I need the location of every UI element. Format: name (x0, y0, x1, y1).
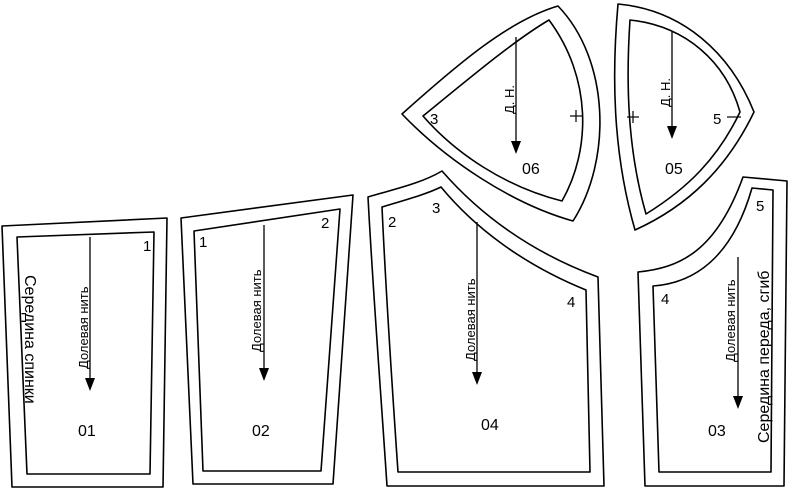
piece-02-outline (193, 208, 341, 472)
notch-number: 2 (388, 214, 396, 231)
pattern-piece-05: Д. Н. 5 05 (613, 3, 755, 231)
grain-line-label: Долевая нить (463, 278, 478, 361)
piece-03-number: 03 (708, 423, 726, 440)
piece-03-outline (652, 187, 774, 473)
notch-number: 4 (567, 294, 575, 311)
grain-line-arrowhead (511, 141, 521, 154)
grain-line-arrowhead (667, 126, 677, 139)
piece-06-number: 06 (522, 161, 540, 178)
pattern-piece-06: Д. Н. 3 06 (401, 5, 601, 222)
piece-05-number: 05 (665, 161, 683, 178)
notch-number: 1 (143, 238, 151, 255)
piece-01-outline (16, 231, 155, 475)
grain-line-label: Долевая нить (76, 286, 91, 369)
notch-number: 5 (713, 111, 721, 128)
piece-03-seam-allowance (637, 176, 788, 487)
piece-02-seam-allowance (180, 194, 354, 485)
grain-line-label: Д. Н. (502, 85, 517, 114)
notch-number: 1 (199, 234, 207, 251)
pattern-piece-03: Долевая нить Середина переда, сгиб 4 5 0… (637, 176, 788, 487)
piece-06-seam-allowance (401, 5, 601, 222)
pattern-piece-01: Долевая нить Середина спинки 1 01 (1, 217, 168, 488)
piece-01-side-label: Середина спинки (21, 275, 38, 404)
notch-number: 4 (661, 291, 669, 308)
piece-02-number: 02 (252, 423, 270, 440)
notch-number: 5 (756, 198, 764, 215)
grain-line-label: Долевая нить (723, 279, 738, 362)
grain-line-arrowhead (259, 368, 269, 381)
grain-line-arrowhead (472, 372, 482, 385)
pattern-piece-04: Долевая нить 2 3 4 04 (367, 170, 605, 487)
piece-04-seam-allowance (367, 170, 605, 487)
grain-line-arrowhead (85, 378, 95, 391)
notch-number: 3 (430, 111, 438, 128)
piece-04-number: 04 (481, 417, 499, 434)
notch-number: 2 (321, 215, 329, 232)
grain-line-label: Долевая нить (249, 269, 264, 352)
grain-line-arrowhead (733, 396, 743, 409)
grain-line-label: Д. Н. (658, 78, 673, 107)
piece-05-seam-allowance (613, 3, 755, 231)
piece-05-outline (627, 19, 741, 215)
notch-number: 3 (432, 200, 440, 217)
piece-06-outline (422, 19, 584, 202)
piece-01-seam-allowance (1, 217, 168, 488)
piece-01-number: 01 (78, 423, 96, 440)
piece-04-outline (381, 186, 591, 473)
piece-03-side-label: Середина переда, сгиб (756, 271, 773, 443)
pattern-piece-02: Долевая нить 1 2 02 (180, 194, 354, 485)
